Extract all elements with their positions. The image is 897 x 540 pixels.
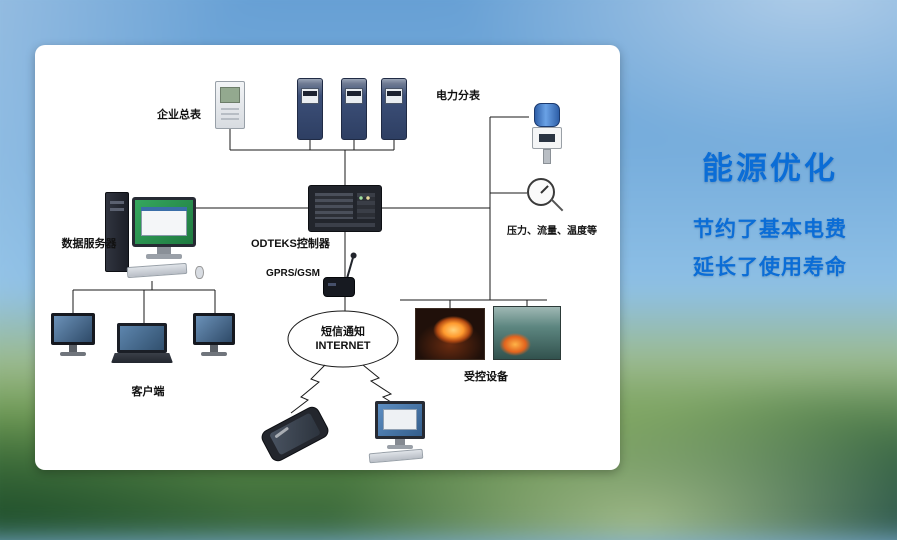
power-submeter-icon [381,78,407,140]
cloud-line-internet: INTERNET [315,340,371,352]
furnace-photo [493,306,561,360]
client-monitor-icon [193,313,235,356]
keyboard-icon [126,262,188,279]
keyboard-icon [368,448,424,464]
transmitter-body [532,127,562,149]
controller-leds [357,193,375,219]
label-controlled-devices: 受控设备 [464,371,508,383]
transmitter-stem [543,149,551,164]
monitor-base [60,352,86,356]
client-laptop-icon [117,323,167,353]
label-power-submeters: 电力分表 [436,90,480,102]
laptop-screen [120,326,164,350]
power-submeter-icon [297,78,323,140]
gauge-icon [527,178,555,206]
pressure-transmitter-icon [529,103,565,165]
client-monitor-icon [51,313,95,356]
enterprise-meter-icon [215,81,245,129]
modem-antenna [346,257,354,279]
smartphone-icon [258,403,332,465]
power-submeter-icon [341,78,367,140]
lightning-link-icon [290,364,326,414]
gprs-modem-icon [323,277,355,297]
diagram-panel: 企业总表 电力分表 ODTEKS控制器 压力、流量、温度等 GPRS/GSM 数… [35,45,620,470]
label-clients: 客户端 [131,386,165,398]
label-controller: ODTEKS控制器 [251,238,330,250]
client-computer-screen [378,404,422,436]
client-computer-icon [375,401,425,439]
label-data-server: 数据服务器 [61,238,117,250]
benefit-line-1: 节约了基本电费 [693,218,847,241]
server-monitor-base [146,254,182,259]
label-gprs: GPRS/GSM [266,268,320,279]
furnace-photo [415,308,485,360]
label-sensors: 压力、流量、温度等 [507,226,597,237]
mouse-icon [195,266,204,279]
monitor-base [387,445,413,449]
controller-icon [308,185,382,232]
transmitter-head [534,103,560,127]
label-enterprise-meter: 企业总表 [157,109,201,121]
client-screen [54,316,92,342]
monitor-stand [395,439,405,445]
server-tower-icon [105,192,129,272]
client-screen [196,316,232,342]
benefit-line-2: 延长了使用寿命 [693,256,847,279]
page-title: 能源优化 [702,151,838,186]
server-screen [135,200,193,244]
laptop-base [111,353,173,363]
cloud-line-sms: 短信通知 [321,326,365,338]
internet-cloud-text: 短信通知 INTERNET [288,325,398,353]
server-computer-icon [132,197,196,247]
server-monitor-stand [157,247,171,255]
monitor-base [201,352,227,356]
headline-block: 能源优化 节约了基本电费 延长了使用寿命 [645,143,895,279]
controller-display [315,193,353,219]
